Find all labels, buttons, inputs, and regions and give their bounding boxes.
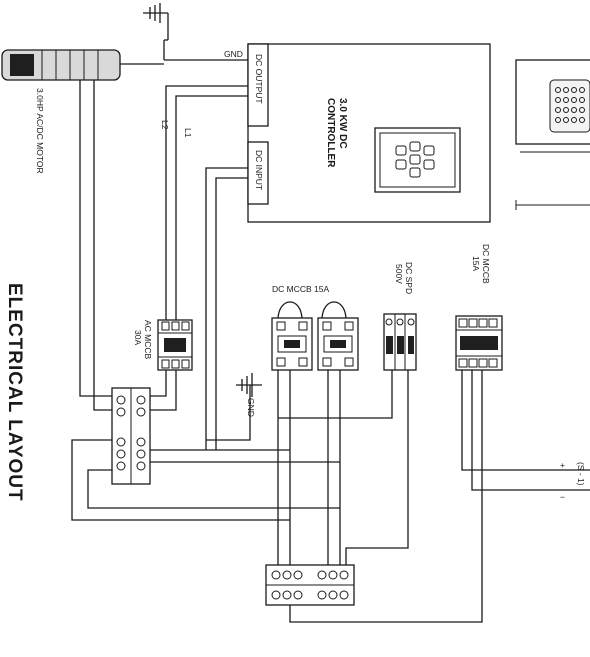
controller-name-line1: 3.0 KW DC [337,98,348,149]
controller-panel [374,127,461,193]
motor: 3.0HP AC/DC MOTOR [1,49,121,174]
solar-input-plus: + [560,460,565,470]
motor-terminal-block [10,54,34,76]
terminal-block-bottom [265,564,355,606]
diagram-title: ELECTRICAL LAYOUT [4,283,25,502]
controller-panel-inner [379,132,456,188]
solar-input-minus: − [560,492,565,502]
keypad-key [409,141,421,152]
ac-mccb-label-line2: 30A [133,330,143,345]
keypad-key [409,167,421,178]
dc-input-label: DC INPUT [254,150,264,190]
ac-mccb-30a: AC MCCB 30A [133,319,193,371]
dc-spd-label-line1: DC SPD [404,262,414,294]
keypad-key [423,159,435,170]
wire-label-l1: L1 [183,128,193,138]
dc-mccb-right-label-line2: 15A [471,256,481,271]
dc-mccb-15a-pair: DC MCCB 15A [271,284,359,371]
dc-spd-label-line2: 500V [394,264,404,284]
ground-symbol-mid: GND [236,373,262,417]
dc-mccb-right-label-line1: DC MCCB [481,244,491,284]
controller-gnd-label: GND [224,49,243,59]
dc-spd-500v: DC SPD 500V [383,262,417,371]
ground-label: GND [246,398,256,417]
dc-output-label: DC OUTPUT [254,54,264,104]
dc-mccb-pair-label: DC MCCB 15A [272,284,329,294]
controller-name-line2: CONTROLLER [325,98,336,168]
dc-input-terminal [247,141,269,205]
keypad-key [409,154,421,165]
motor-label: 3.0HP AC/DC MOTOR [35,88,45,174]
wiring: L1 L2 [71,59,496,623]
solar-input-s1: (S - 1) + − [496,460,590,502]
keypad-key [395,159,407,170]
wire-label-l2: L2 [160,120,170,130]
dc-mccb-15a-right: DC MCCB 15A [455,244,503,371]
terminal-block-left [111,387,151,485]
keypad-key [423,145,435,156]
dc-controller: GND DC OUTPUT DC INPUT 3.0 KW DC CONTROL… [224,43,491,223]
dc-output-terminal [247,43,269,127]
solar-panel [515,59,590,210]
solar-input-label: (S - 1) [576,462,586,486]
ac-mccb-label-line1: AC MCCB [143,320,153,360]
ground-symbol-top [143,3,169,60]
keypad-key [395,145,407,156]
